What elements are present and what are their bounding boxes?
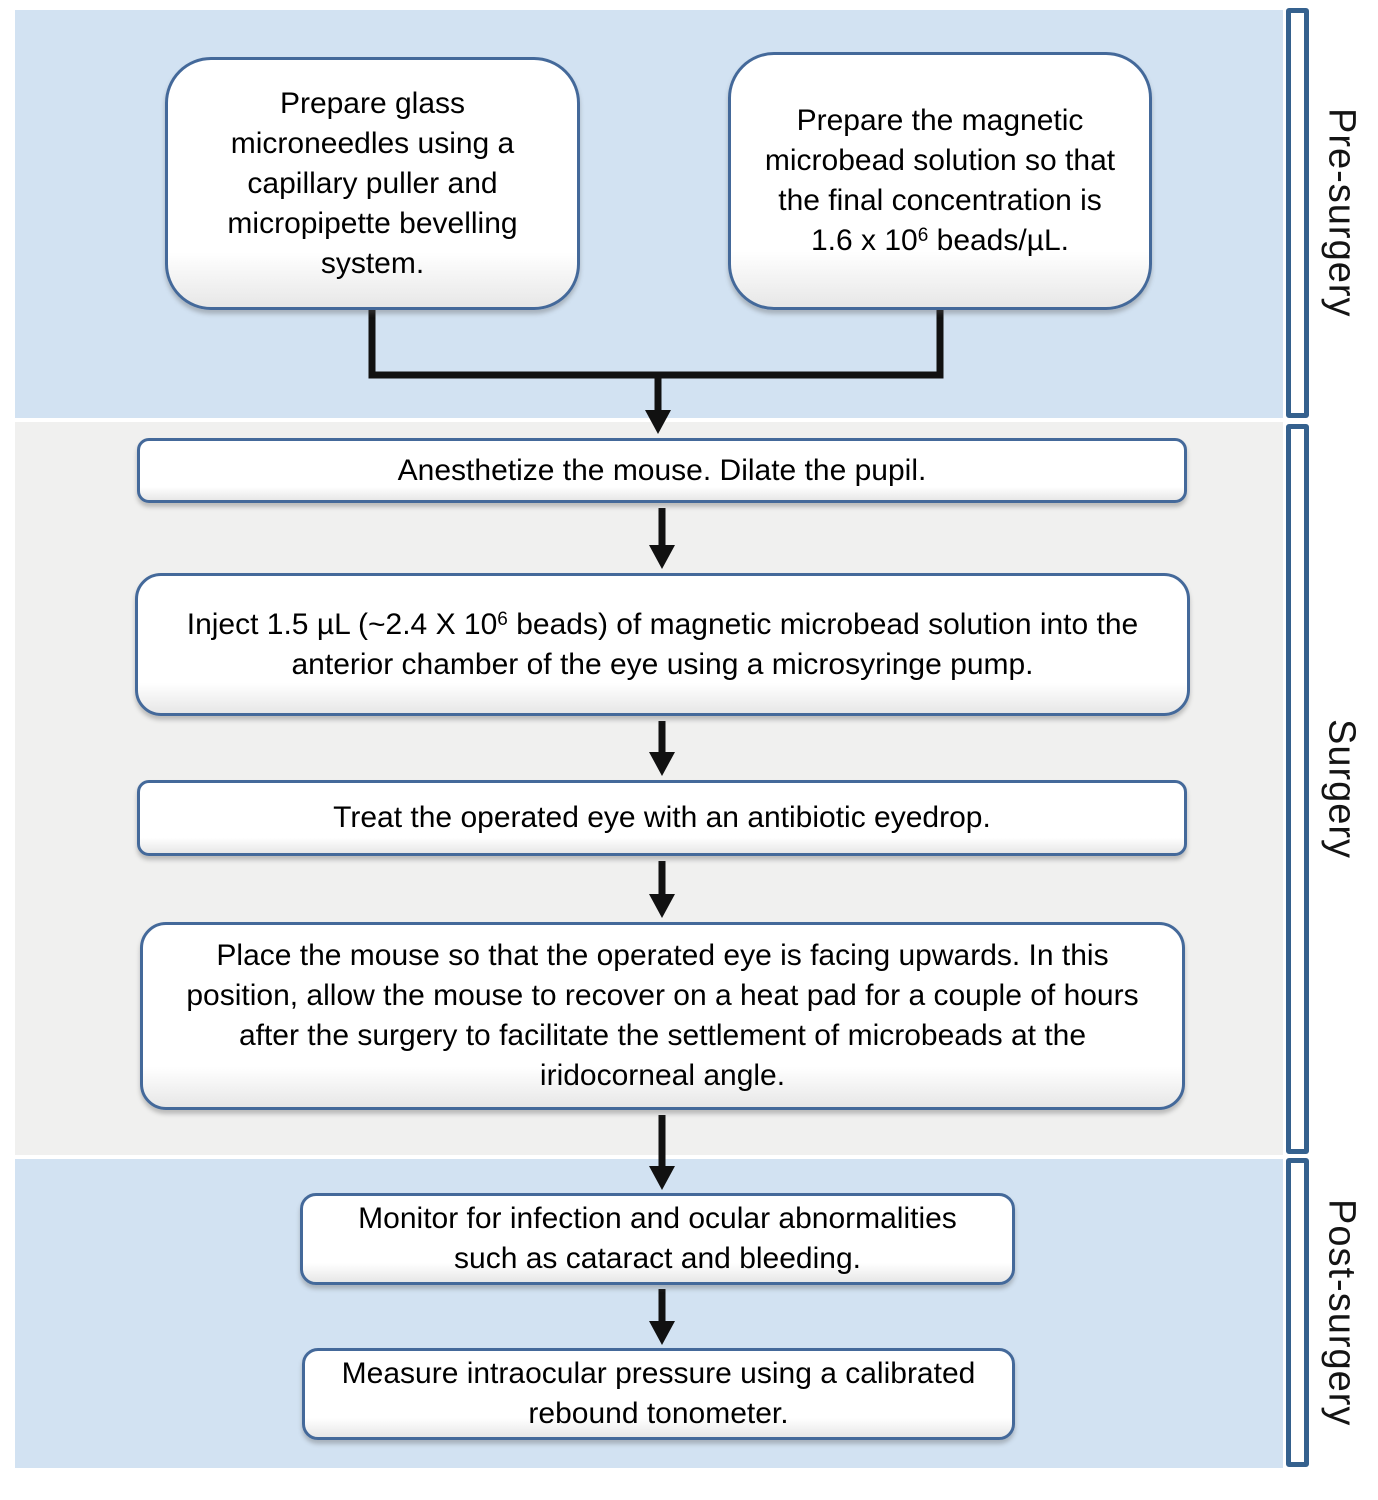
step-inject-microbeads: Inject 1.5 µL (~2.4 X 106 beads) of magn…	[135, 573, 1190, 716]
step-monitor-infection: Monitor for infection and ocular abnorma…	[300, 1193, 1015, 1285]
pre-surgery-label: Pre-surgery	[1320, 108, 1363, 318]
step-text: Measure intraocular pressure using a cal…	[341, 1357, 976, 1430]
step-recovery-position: Place the mouse so that the operated eye…	[140, 922, 1185, 1110]
post-surgery-bracket	[1286, 1158, 1309, 1467]
step-prepare-microneedles: Prepare glass microneedles using a capil…	[165, 57, 580, 310]
step-prepare-microbead-solution: Prepare the magnetic microbead solution …	[728, 52, 1152, 310]
surgery-bracket	[1286, 424, 1309, 1154]
pre-surgery-bracket	[1286, 8, 1309, 418]
step-measure-iop: Measure intraocular pressure using a cal…	[302, 1348, 1015, 1440]
post-surgery-label: Post-surgery	[1320, 1198, 1363, 1427]
step-text: Inject 1.5 µL (~2.4 X 106 beads) of magn…	[186, 607, 1139, 681]
step-text: Treat the operated eye with an antibioti…	[333, 801, 991, 834]
step-text: Monitor for infection and ocular abnorma…	[358, 1202, 957, 1275]
step-anesthetize: Anesthetize the mouse. Dilate the pupil.	[137, 438, 1187, 503]
step-text: Place the mouse so that the operated eye…	[186, 939, 1139, 1092]
surgery-label: Surgery	[1320, 718, 1363, 860]
step-text: Prepare glass microneedles using a capil…	[227, 86, 518, 280]
superscript-exponent: 6	[917, 225, 929, 246]
step-antibiotic-eyedrop: Treat the operated eye with an antibioti…	[137, 780, 1187, 856]
step-text: Anesthetize the mouse. Dilate the pupil.	[397, 453, 927, 487]
step-text: Prepare the magnetic microbead solution …	[764, 104, 1116, 257]
superscript-exponent: 6	[497, 608, 508, 630]
